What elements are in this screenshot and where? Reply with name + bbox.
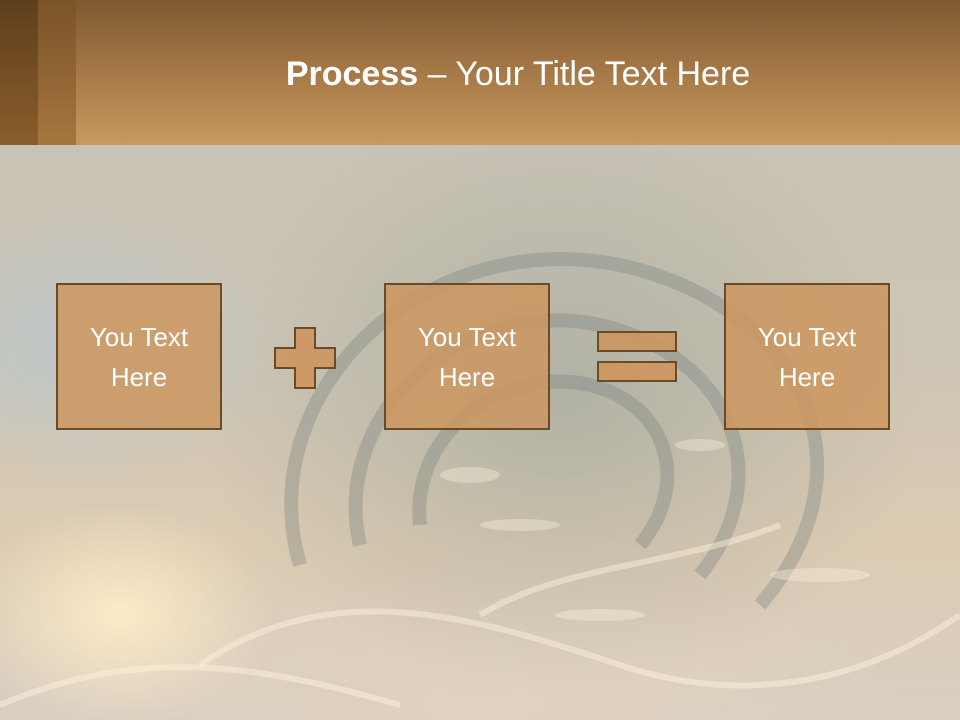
text-box-2-label: You Text Here [417, 321, 517, 392]
equals-icon [597, 331, 677, 382]
text-box-3[interactable]: You Text Here [724, 283, 890, 430]
slide-title-rest: – Your Title Text Here [418, 55, 751, 93]
slide-title-bold: Process [285, 55, 419, 93]
title-bar: Process – Your Title Text Here [0, 0, 960, 145]
background-wave-image [0, 145, 960, 720]
title-bar-accent-strip [38, 0, 76, 145]
text-box-3-label: You Text Here [757, 321, 857, 392]
slide-title[interactable]: Process – Your Title Text Here [76, 52, 960, 96]
text-box-1-label: You Text Here [89, 321, 189, 392]
plus-icon [274, 327, 336, 389]
title-bar-accent-strip [0, 0, 38, 145]
text-box-2[interactable]: You Text Here [384, 283, 550, 430]
wave-illustration [0, 252, 960, 708]
text-box-1[interactable]: You Text Here [56, 283, 222, 430]
